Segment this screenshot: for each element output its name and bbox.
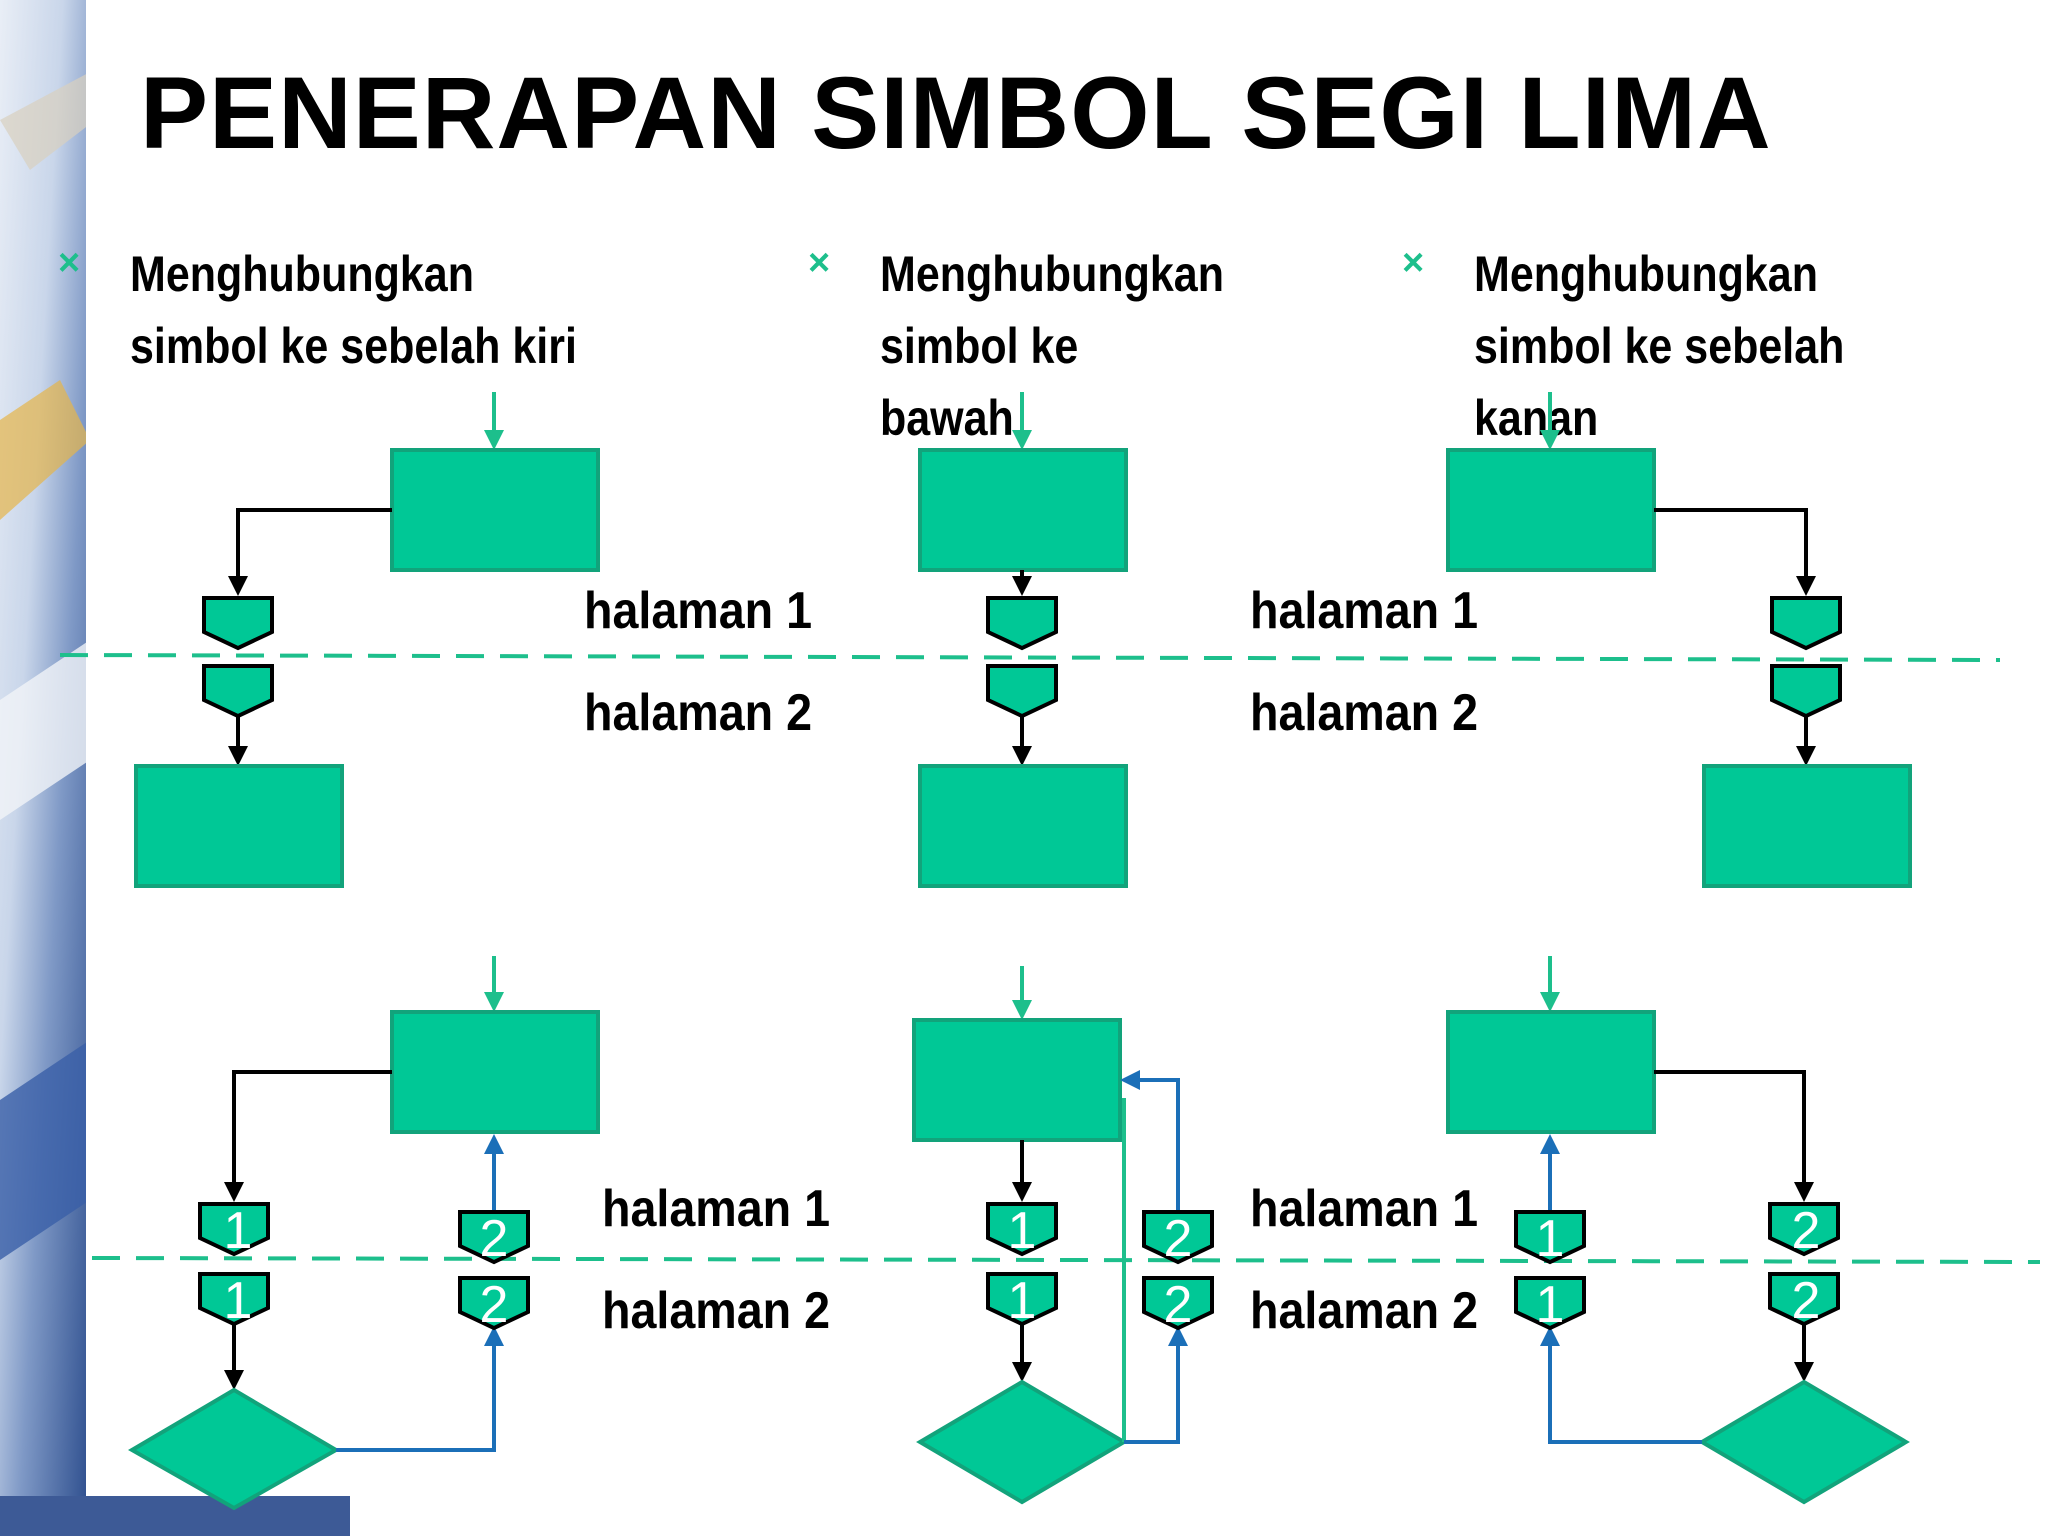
connector-number: 2 <box>1164 1276 1193 1334</box>
bullet-text-down: Menghubungkan simbol ke bawah <box>880 246 1224 446</box>
offpage-connector <box>198 1272 270 1327</box>
cross-bullet-icon: × <box>1402 242 1425 284</box>
offpage-connector <box>1142 1210 1214 1265</box>
return-line <box>1540 1326 1702 1444</box>
process-box <box>1702 764 1912 888</box>
process-box <box>1446 1010 1656 1134</box>
flow-line <box>224 1070 392 1202</box>
flow-line <box>1654 508 1816 596</box>
connector-number: 1 <box>1008 1272 1037 1330</box>
offpage-connector <box>458 1210 530 1265</box>
connector-number: 2 <box>480 1210 509 1268</box>
process-box <box>134 764 344 888</box>
page-divider-bottom <box>91 1256 2041 1264</box>
connector-number: 2 <box>1792 1202 1821 1260</box>
page-label: halaman 1 <box>1250 1180 1478 1238</box>
offpage-connector <box>1770 664 1842 719</box>
offpage-connector <box>986 1272 1058 1327</box>
offpage-connector <box>1514 1210 1586 1265</box>
flow-line <box>228 508 392 596</box>
page-label: halaman 1 <box>584 582 812 640</box>
connector-number: 2 <box>480 1276 509 1334</box>
return-line <box>1120 1070 1180 1210</box>
connector-number: 1 <box>1536 1210 1565 1268</box>
connector-number: 1 <box>224 1272 253 1330</box>
bullet-text-left: Menghubungkan simbol ke sebelah kiri <box>130 246 577 374</box>
process-box <box>1446 448 1656 572</box>
connector-number: 2 <box>1164 1210 1193 1268</box>
page-divider-top <box>59 653 2001 662</box>
offpage-connector <box>986 664 1058 719</box>
offpage-connector <box>986 596 1058 651</box>
offpage-connector <box>202 596 274 651</box>
offpage-connector <box>202 664 274 719</box>
decision-diamond <box>916 1379 1128 1505</box>
decision-diamond <box>1698 1379 1910 1505</box>
flow-line <box>1654 1070 1814 1202</box>
offpage-connector <box>1514 1276 1586 1331</box>
process-box <box>912 1018 1122 1142</box>
connector-number: 1 <box>1008 1202 1037 1260</box>
return-line <box>336 1326 504 1452</box>
offpage-connector <box>1768 1272 1840 1327</box>
offpage-connector <box>1770 596 1842 651</box>
process-box <box>390 448 600 572</box>
bullet-text-right: Menghubungkan simbol ke sebelah kanan <box>1474 246 1845 446</box>
offpage-connector <box>1768 1202 1840 1257</box>
page-label: halaman 2 <box>1250 684 1478 742</box>
offpage-connector <box>458 1276 530 1331</box>
page-label: halaman 1 <box>1250 582 1478 640</box>
page-label: halaman 2 <box>584 684 812 742</box>
offpage-connector <box>986 1202 1058 1257</box>
offpage-connector <box>1142 1276 1214 1331</box>
return-line <box>1124 1326 1188 1444</box>
page-label: halaman 2 <box>1250 1282 1478 1340</box>
cross-bullet-icon: × <box>58 242 81 284</box>
connector-number: 2 <box>1792 1272 1821 1330</box>
process-box <box>390 1010 600 1134</box>
decision-diamond <box>128 1387 340 1511</box>
process-box <box>918 764 1128 888</box>
slide-title: PENERAPAN SIMBOL SEGI LIMA <box>140 56 1772 170</box>
offpage-connector <box>198 1202 270 1257</box>
page-label: halaman 2 <box>602 1282 830 1340</box>
process-box <box>918 448 1128 572</box>
page-label: halaman 1 <box>602 1180 830 1238</box>
connector-number: 1 <box>1536 1276 1565 1334</box>
cross-bullet-icon: × <box>808 242 831 284</box>
connector-number: 1 <box>224 1202 253 1260</box>
